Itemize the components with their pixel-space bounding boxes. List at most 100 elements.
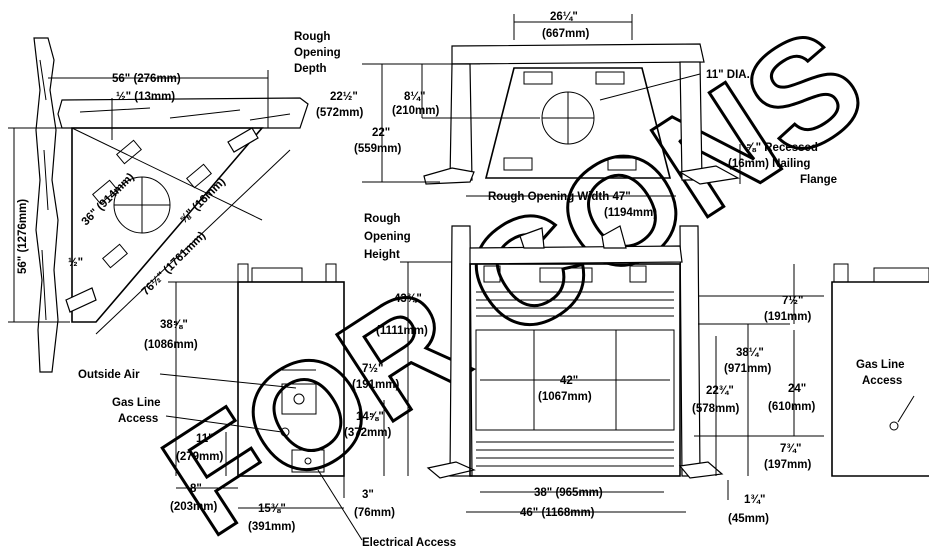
unit-diagonal xyxy=(71,127,263,221)
h1-1: 38¼" xyxy=(736,347,764,359)
top-2: (191mm) xyxy=(764,311,811,323)
side-view: 38⅝" (1086mm) Outside Air 7½" (191mm) Ga… xyxy=(78,263,456,549)
top-right-foot xyxy=(678,165,740,185)
outside-air-box xyxy=(281,383,317,415)
side-top-post-r xyxy=(325,263,337,283)
elec-label: Electrical Access xyxy=(362,537,456,549)
elec-h-1: 14⅝" xyxy=(356,411,384,423)
w2-label: 46" (1168mm) xyxy=(520,507,595,519)
vent-4 xyxy=(102,243,128,269)
corner-diagonal-label: 76½" (1761mm) xyxy=(140,230,209,299)
rough-h-2: Opening xyxy=(364,231,411,243)
front-height-1: 43¾" xyxy=(394,293,422,305)
depth-total-2: (572mm) xyxy=(316,107,363,119)
open-w-1: 42" xyxy=(560,375,578,387)
top-unit-outline xyxy=(484,67,672,179)
rough-h-1: Rough xyxy=(364,213,400,225)
electrical-port xyxy=(304,457,312,465)
side-top-post-l xyxy=(237,263,249,283)
rough-width-label: Rough Opening Width 47" xyxy=(488,191,631,203)
flue-leader xyxy=(599,73,701,101)
corner-depth-label: 56" (276mm) xyxy=(112,73,181,85)
depth-inner-1: 22" xyxy=(372,127,390,139)
firebox-opening xyxy=(475,329,675,431)
gas-h-2: (279mm) xyxy=(176,451,223,463)
right-gas-leader xyxy=(897,395,915,423)
depth-title-2: Opening xyxy=(294,47,341,59)
corner-flange-side-label: ½" xyxy=(68,257,83,269)
corner-flue-label: 36" (914mm) xyxy=(80,171,137,228)
corner-view: 56" (276mm) ½" (13mm) 56" (1276mm) 36" (… xyxy=(8,37,309,373)
front-left-stud xyxy=(449,225,473,477)
vent-3 xyxy=(186,163,212,189)
open-w-2: (1067mm) xyxy=(538,391,592,403)
side-width-1: 15⅜" xyxy=(258,503,286,515)
rough-width-mm: (1194mm) xyxy=(604,207,657,219)
depth-flue-1: 8¼" xyxy=(404,91,425,103)
top-left-foot xyxy=(423,167,475,185)
recess-label-2: (16mm) Nailing xyxy=(728,158,810,170)
front-top-cap xyxy=(539,267,593,283)
side-height-2: (1086mm) xyxy=(144,339,198,351)
recess-label-1: ⅝" Recessed xyxy=(746,142,818,154)
side-depth-2: (203mm) xyxy=(170,501,217,513)
front-unit-outline xyxy=(469,263,681,477)
front-header xyxy=(469,245,683,265)
top-vent-2 xyxy=(595,71,625,85)
rough-h-3: Height xyxy=(364,249,400,261)
wood-grain xyxy=(39,59,49,321)
outside-air-label: Outside Air xyxy=(78,369,140,381)
wood-block-2 xyxy=(65,287,97,313)
outside-air-port xyxy=(293,393,305,405)
top-right-stud xyxy=(679,61,703,181)
depth-title-3: Depth xyxy=(294,63,327,75)
elec-off-2: (76mm) xyxy=(354,507,395,519)
top-1: 7½" xyxy=(782,295,803,307)
right-top-cap xyxy=(873,267,929,283)
h1-2: (971mm) xyxy=(724,363,771,375)
right-view: Gas Line Access xyxy=(831,263,929,477)
wood-grain-top xyxy=(79,107,291,121)
right-gas-2: Access xyxy=(862,375,902,387)
air-w-2: (191mm) xyxy=(352,379,399,391)
top-wall-stud xyxy=(57,97,309,129)
recess-label-3: Flange xyxy=(800,174,837,186)
electrical-box xyxy=(291,449,325,473)
top-vent-4 xyxy=(607,157,637,171)
side-top-cap xyxy=(251,267,303,283)
front-left-foot xyxy=(426,461,476,479)
front-header-block-2 xyxy=(601,225,627,249)
flue-dia-label: 11" DIA. xyxy=(706,69,750,81)
base-1: 1¾" xyxy=(744,494,765,506)
side-gas-2: Access xyxy=(118,413,158,425)
h2-2: (578mm) xyxy=(692,403,739,415)
depth-total-1: 22½" xyxy=(330,91,358,103)
right-gas-port xyxy=(889,421,899,431)
top-width-label-1: 26¼" xyxy=(550,11,578,23)
top-header-beam xyxy=(451,43,705,65)
air-w-1: 7½" xyxy=(362,363,383,375)
vent-1 xyxy=(116,139,142,165)
depth-title-1: Rough xyxy=(294,31,330,43)
elec-off-1: 3" xyxy=(362,489,374,501)
left-wall-stud xyxy=(33,37,59,373)
h3-2: (610mm) xyxy=(768,401,815,413)
depth-inner-2: (559mm) xyxy=(354,143,401,155)
wood-block-1 xyxy=(227,127,259,153)
front-height-2: (1111mm) xyxy=(376,325,428,337)
front-top-post-1 xyxy=(483,265,501,283)
vent-2 xyxy=(92,179,118,205)
front-right-stud xyxy=(679,225,701,477)
elec-leader xyxy=(317,469,363,541)
front-view: Rough Opening Height 43¾" (1111mm) 42" (… xyxy=(364,213,824,525)
top-view: 26¼" (667mm) Rough Opening Depth 22½" (5… xyxy=(294,11,837,219)
front-top-post-2 xyxy=(629,265,647,283)
depth-flue-2: (210mm) xyxy=(392,105,439,117)
top-vent-3 xyxy=(503,157,533,171)
side-height-1: 38⅝" xyxy=(160,319,188,331)
front-right-foot xyxy=(678,461,724,479)
corner-height-label: 56" (1276mm) xyxy=(17,199,29,274)
h2-1: 22¾" xyxy=(706,385,734,397)
w1-label: 38" (965mm) xyxy=(534,487,603,499)
